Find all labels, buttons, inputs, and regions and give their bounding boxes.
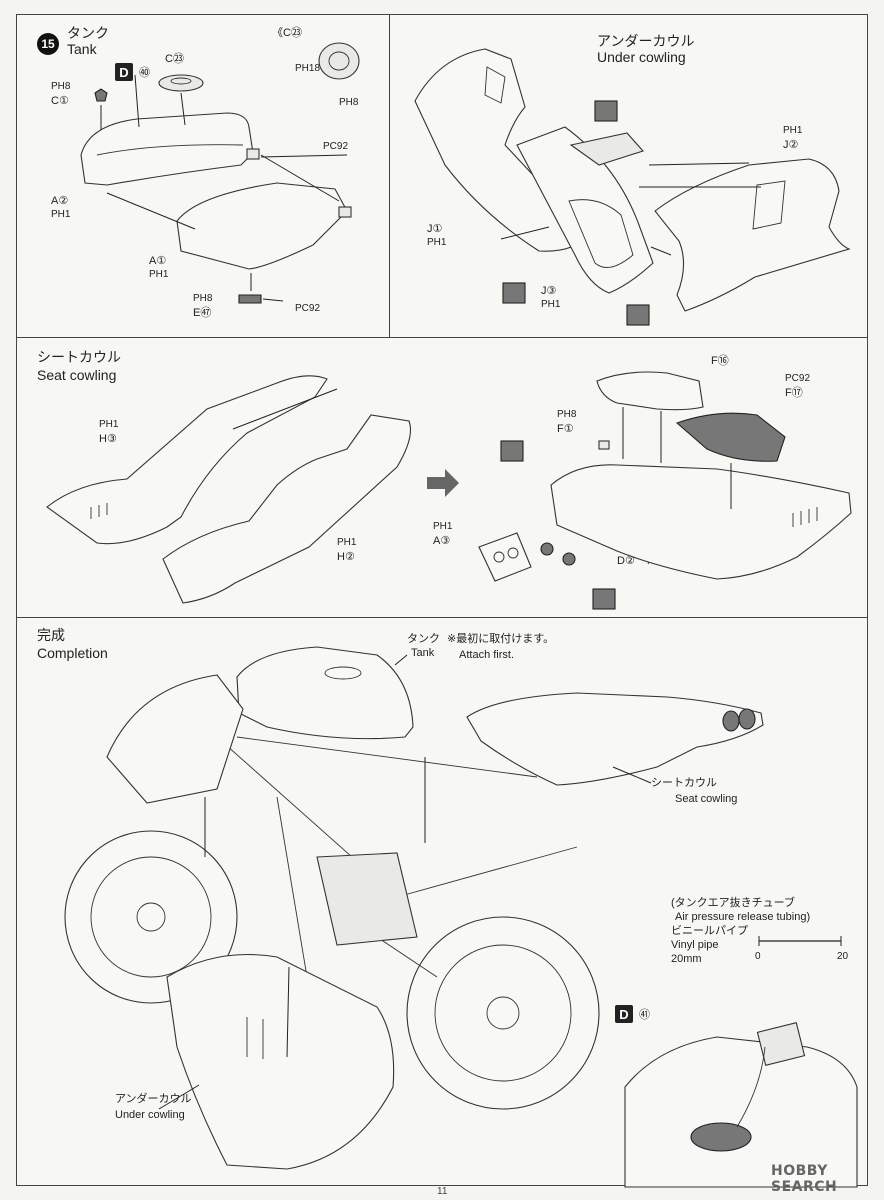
page-number: 11: [437, 1186, 448, 1197]
ph1-j2-label: PH1: [783, 125, 803, 136]
front-wheel-icon: [64, 830, 238, 1004]
tail-light-a3-icon: [478, 532, 532, 582]
d2-label: D②: [617, 555, 635, 567]
pc92-seat-label: PC92: [785, 373, 811, 384]
under-cowling-title-jp: アンダーカウル: [597, 33, 695, 49]
fuel-cap-icon: [318, 42, 360, 80]
direction-arrow-icon: [427, 469, 459, 497]
tank-callout-en: Tank: [411, 647, 435, 659]
seat-cowling-icon: [466, 692, 764, 786]
panel-h3-icon: [46, 375, 328, 545]
step-title-en: Tank: [67, 41, 97, 57]
fuel-tank-icon: [236, 646, 414, 740]
ph8-c1-label: PH8: [51, 81, 71, 92]
f16-label: F⑯: [711, 355, 729, 367]
rear-wheel-icon: [406, 916, 600, 1110]
panel-j2-icon: [654, 158, 851, 312]
tail-body-icon: [550, 464, 852, 580]
seat-cowling-diagram: [46, 371, 852, 610]
h3-label: H③: [99, 433, 117, 445]
attach-note-en: Attach first.: [459, 649, 515, 661]
j1-label: J①: [427, 223, 443, 235]
vinyl-label-jp: ビニールパイプ: [671, 925, 748, 937]
f1-label: F①: [557, 423, 574, 435]
cap-c23-icon: [158, 74, 204, 92]
completion-title-en: Completion: [37, 645, 108, 661]
watermark-text: HOBBY SEARCH: [771, 1163, 838, 1195]
ph8-cap-label: PH8: [339, 97, 359, 108]
under-callout-jp: アンダーカウル: [115, 1093, 192, 1105]
seat-cowling-title-en: Seat cowling: [37, 367, 117, 383]
tank-callout-jp: タンク: [407, 633, 440, 645]
scale-end: 20: [837, 951, 849, 962]
ph1-j1-label: PH1: [427, 237, 447, 248]
panel-h2-icon: [162, 414, 412, 604]
step-title-jp: タンク: [67, 25, 109, 41]
upper-tank-a2-icon: [80, 112, 254, 186]
under-cowling-icon: [166, 953, 395, 1170]
ph1-j3-label: PH1: [541, 299, 561, 310]
step-number-badge: 15: [37, 33, 59, 55]
c23-reference: 《C㉓: [272, 27, 302, 39]
valve-e47-icon: [238, 294, 262, 304]
pc92-a-label: PC92: [323, 141, 349, 152]
ph8-e-label: PH8: [193, 293, 213, 304]
completion-diagram: [64, 646, 858, 1188]
a2-label: A②: [51, 195, 69, 207]
divider-middle: [17, 617, 867, 618]
decal-d41-number: ㊶: [639, 1009, 650, 1021]
divider-top: [17, 337, 867, 338]
ph1-h2-label: PH1: [337, 537, 357, 548]
c23-label: C㉓: [165, 53, 184, 65]
a3-label: A③: [433, 535, 451, 547]
ph1-a1-label: PH1: [149, 269, 169, 280]
tube-label-jp: (タンクエア抜きチューブ: [671, 897, 796, 909]
decal-d40-number: ㊵: [139, 67, 150, 79]
f17-label: F⑰: [785, 387, 803, 399]
completion-title-jp: 完成: [37, 627, 65, 643]
e47-label: E㊼: [193, 307, 212, 319]
seat-f16-icon: [596, 371, 704, 411]
ph1-h3-label: PH1: [99, 419, 119, 430]
bolt-c1-icon: [94, 88, 108, 102]
lower-tank-a1-icon: [176, 182, 348, 270]
under-callout-en: Under cowling: [115, 1109, 185, 1121]
h2-label: H②: [337, 551, 355, 563]
vinyl-label-en: Vinyl pipe: [671, 939, 719, 951]
mirror-icon: [756, 1021, 806, 1067]
top-vertical-divider: [389, 15, 390, 337]
tank-diagram: [80, 42, 360, 304]
instruction-sheet: 15 タンク Tank 《C㉓ PH18 PH8 D ㊵ C㉓ PH8 C① P…: [16, 14, 868, 1195]
seat-f17-icon: [675, 412, 786, 462]
length-label: 20mm: [671, 953, 702, 965]
under-cowling-diagram: [414, 48, 851, 326]
ph1-a2-label: PH1: [51, 209, 71, 220]
ph18-label: PH18: [295, 63, 321, 74]
decal-d-badge-2: D: [615, 1005, 633, 1023]
scale-start: 0: [755, 951, 761, 962]
pc92-b-label: PC92: [295, 303, 321, 314]
a1-label: A①: [149, 255, 167, 267]
ph8-f1-label: PH8: [557, 409, 577, 420]
seat-callout-jp: シートカウル: [651, 777, 717, 789]
j2-label: J②: [783, 139, 799, 151]
decal-d-badge: D: [115, 63, 133, 81]
c1-label: C①: [51, 95, 69, 107]
seat-cowling-title-jp: シートカウル: [37, 349, 121, 365]
j3-label: J③: [541, 285, 557, 297]
ph1-a3-label: PH1: [433, 521, 453, 532]
tube-label-en: Air pressure release tubing): [675, 911, 811, 923]
seat-callout-en: Seat cowling: [675, 793, 738, 805]
under-cowling-title-en: Under cowling: [597, 49, 686, 65]
attach-note-jp: ※最初に取付けます。: [447, 633, 555, 645]
